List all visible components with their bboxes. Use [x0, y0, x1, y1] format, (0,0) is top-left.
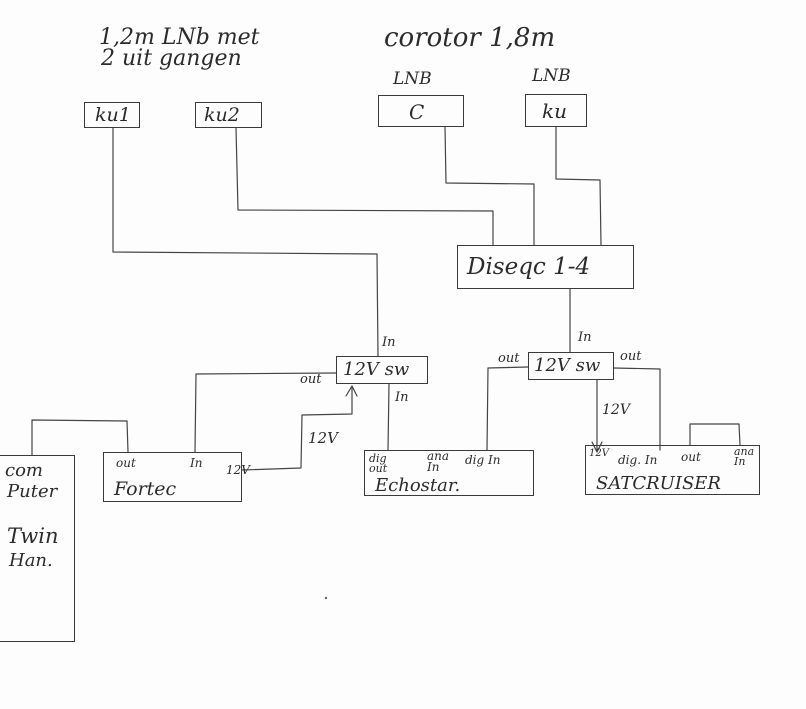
switch-right-12v-label: 12V — [602, 402, 630, 418]
wire-fortec-12v-to-switch — [241, 385, 353, 471]
wire-switch-left-to-fortec — [194, 372, 337, 453]
lnb-c-label: C — [409, 100, 425, 124]
satcruiser-dig-in-label: dig. In — [618, 453, 658, 467]
wire-satcruiser-loop — [689, 423, 741, 446]
wire-ku2-to-diseqc — [235, 127, 494, 246]
switch-right-label: 12V sw — [534, 355, 601, 376]
arrow-switch-left — [345, 385, 358, 397]
fortec-name: Fortec — [114, 478, 177, 500]
switch-left-in-label: In — [382, 335, 396, 350]
switch-right-in-label: In — [578, 330, 592, 345]
computer-line4: Han. — [9, 550, 53, 571]
computer-line3: Twin — [7, 524, 59, 548]
switch-left-in-below-label: In — [395, 390, 409, 405]
fortec-12v-label: 12V — [226, 463, 250, 477]
wire-switch-left-to-echostar — [387, 383, 390, 451]
heading-dish-left-2: 2 uit gangen — [101, 48, 242, 70]
computer-line1: com — [5, 460, 43, 481]
satcruiser-name: SATCRUISER — [596, 473, 721, 494]
switch-left-out-label: out — [300, 372, 322, 387]
satcruiser-ana-in-label: ana In — [734, 445, 755, 469]
satcruiser-12v-label: 12V — [589, 448, 609, 459]
heading-dish-left: 1,2m LNb met — [99, 27, 260, 49]
satcruiser-box: 12V dig. In out ana In SATCRUISER — [585, 445, 760, 495]
fortec-out-label: out — [116, 456, 136, 470]
diseqc-box: Diseqc 1-4 — [457, 245, 634, 289]
switch-left-label: 12V sw — [343, 359, 410, 380]
wire-computer-to-fortec — [31, 419, 129, 456]
switch-left-box: 12V sw — [336, 356, 428, 384]
echostar-ana-in-label: ana In — [427, 449, 450, 475]
lnb-ku1-label: ku1 — [95, 104, 131, 126]
lnb-ku1-box: ku1 — [84, 102, 140, 128]
lnb-ku2-box: ku2 — [195, 102, 262, 128]
satcruiser-out-label: out — [681, 450, 701, 464]
fortec-box: out In 12V Fortec — [103, 452, 250, 502]
echostar-dig-in-label: dig In — [465, 453, 501, 467]
lnb-c-box: C — [378, 95, 464, 127]
computer-box: com Puter Twin Han. — [0, 455, 75, 642]
switch-right-box: 12V sw — [528, 352, 614, 380]
echostar-box: dig out ana In dig In Echostar. — [364, 450, 534, 496]
wire-switch-right-to-satcruiser — [613, 367, 661, 451]
wire-ku-to-diseqc — [555, 126, 602, 246]
fortec-12v-line-label: 12V — [308, 429, 338, 447]
heading-dish-left-line2: 2 uit gangen — [101, 46, 242, 71]
echostar-name: Echostar. — [375, 475, 461, 496]
echostar-dig-out-label: dig out — [369, 452, 388, 476]
heading-dish-left-line1: 1,2m LNb met — [99, 25, 260, 50]
switch-right-out-right-label: out — [620, 349, 642, 364]
lnb-c-caption: LNB — [393, 69, 432, 89]
wire-ku1-to-switch-left — [112, 127, 379, 357]
lnb-ku2-label: ku2 — [204, 104, 240, 126]
wire-c-to-diseqc — [444, 126, 535, 246]
wire-switch-right-to-echostar — [486, 366, 529, 451]
heading-dish-right: corotor 1,8m — [384, 23, 556, 53]
computer-line2: Puter — [7, 481, 58, 502]
lnb-ku-caption: LNB — [532, 66, 571, 86]
lnb-ku-box: ku — [525, 94, 587, 127]
diseqc-label: Diseqc 1-4 — [467, 254, 591, 280]
fortec-in-label: In — [190, 456, 203, 470]
lnb-ku-label: ku — [542, 99, 567, 123]
switch-right-out-left-label: out — [498, 351, 520, 366]
